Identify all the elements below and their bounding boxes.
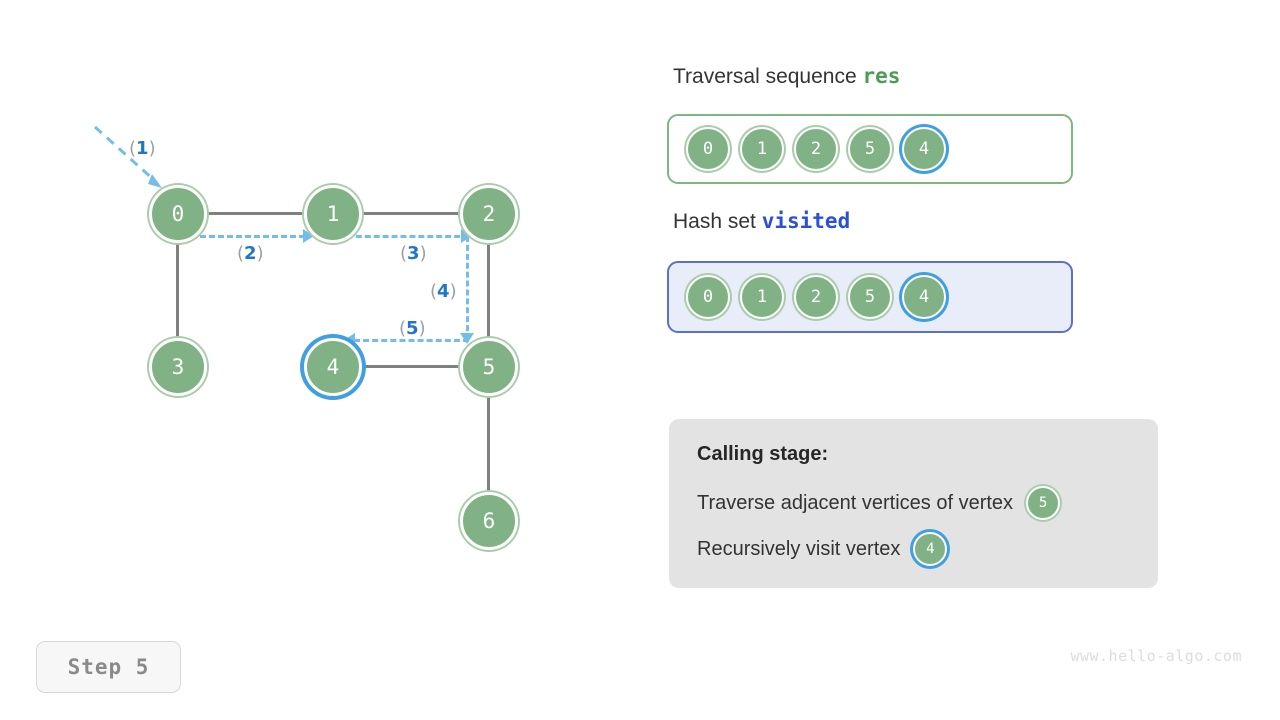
visited-item-4[interactable]: 4 bbox=[902, 275, 946, 319]
graph-vertex-2[interactable]: 2 bbox=[460, 185, 518, 243]
graph-vertex-0[interactable]: 0 bbox=[149, 185, 207, 243]
step-indicator: Step 5 bbox=[36, 641, 181, 693]
edge-2-5 bbox=[487, 243, 490, 338]
edge-0-3 bbox=[176, 243, 179, 338]
traversal-arrow-3 bbox=[338, 235, 469, 238]
graph-vertex-1[interactable]: 1 bbox=[304, 185, 362, 243]
visited-item-0[interactable]: 0 bbox=[686, 275, 730, 319]
graph-vertex-4[interactable]: 4 bbox=[304, 338, 362, 396]
visited-item-2[interactable]: 2 bbox=[794, 275, 838, 319]
calling-stage-row-recurse-badge: 4 bbox=[913, 532, 948, 566]
traversal-arrow-4-head bbox=[460, 333, 474, 344]
calling-stage-panel: Calling stage: Traverse adjacent vertice… bbox=[669, 419, 1158, 588]
traversal-arrow-2 bbox=[182, 235, 305, 238]
traversal-label-5: (5) bbox=[399, 318, 426, 339]
res-item-0[interactable]: 0 bbox=[686, 127, 730, 171]
calling-stage-row-recurse: Recursively visit vertex 4 bbox=[697, 532, 1132, 566]
visited-title-prefix: Hash set bbox=[673, 210, 756, 233]
res-item-3[interactable]: 5 bbox=[848, 127, 892, 171]
watermark: www.hello-algo.com bbox=[1070, 647, 1242, 665]
res-item-1[interactable]: 1 bbox=[740, 127, 784, 171]
graph-vertex-5[interactable]: 5 bbox=[460, 338, 518, 396]
calling-stage-row-traverse-text: Traverse adjacent vertices of vertex bbox=[697, 491, 1014, 514]
res-item-2[interactable]: 2 bbox=[794, 127, 838, 171]
graph-vertex-6[interactable]: 6 bbox=[460, 492, 518, 550]
edge-4-5 bbox=[362, 365, 460, 368]
traversal-arrow-5-head bbox=[344, 333, 355, 347]
traversal-label-3: (3) bbox=[400, 243, 427, 264]
traversal-label-2: (2) bbox=[237, 243, 264, 264]
traversal-label-1: (1) bbox=[129, 138, 156, 159]
calling-stage-row-traverse-badge: 5 bbox=[1026, 486, 1061, 520]
res-title: Traversal sequence res bbox=[673, 64, 900, 89]
traversal-arrow-4 bbox=[466, 236, 469, 340]
traversal-arrow-5 bbox=[354, 339, 469, 342]
traversal-label-4: (4) bbox=[430, 281, 457, 302]
traversal-arrow-1 bbox=[93, 125, 162, 188]
visited-code-label: visited bbox=[761, 209, 851, 233]
edge-5-6 bbox=[487, 396, 490, 492]
res-code-label: res bbox=[862, 64, 901, 88]
calling-stage-row-traverse: Traverse adjacent vertices of vertex 5 bbox=[697, 486, 1132, 520]
visited-item-1[interactable]: 1 bbox=[740, 275, 784, 319]
graph-vertex-3[interactable]: 3 bbox=[149, 338, 207, 396]
visited-title: Hash set visited bbox=[673, 209, 850, 234]
visited-set-box: 0 1 2 5 4 bbox=[667, 261, 1073, 333]
edge-1-2 bbox=[362, 212, 460, 215]
res-item-4[interactable]: 4 bbox=[902, 127, 946, 171]
calling-stage-heading: Calling stage: bbox=[697, 443, 829, 465]
calling-stage-row-recurse-text: Recursively visit vertex bbox=[697, 537, 901, 560]
edge-0-1 bbox=[207, 212, 304, 215]
res-sequence-box: 0 1 2 5 4 bbox=[667, 114, 1073, 184]
traversal-arrow-2-head bbox=[303, 229, 314, 243]
res-title-prefix: Traversal sequence bbox=[673, 65, 857, 88]
visited-item-3[interactable]: 5 bbox=[848, 275, 892, 319]
